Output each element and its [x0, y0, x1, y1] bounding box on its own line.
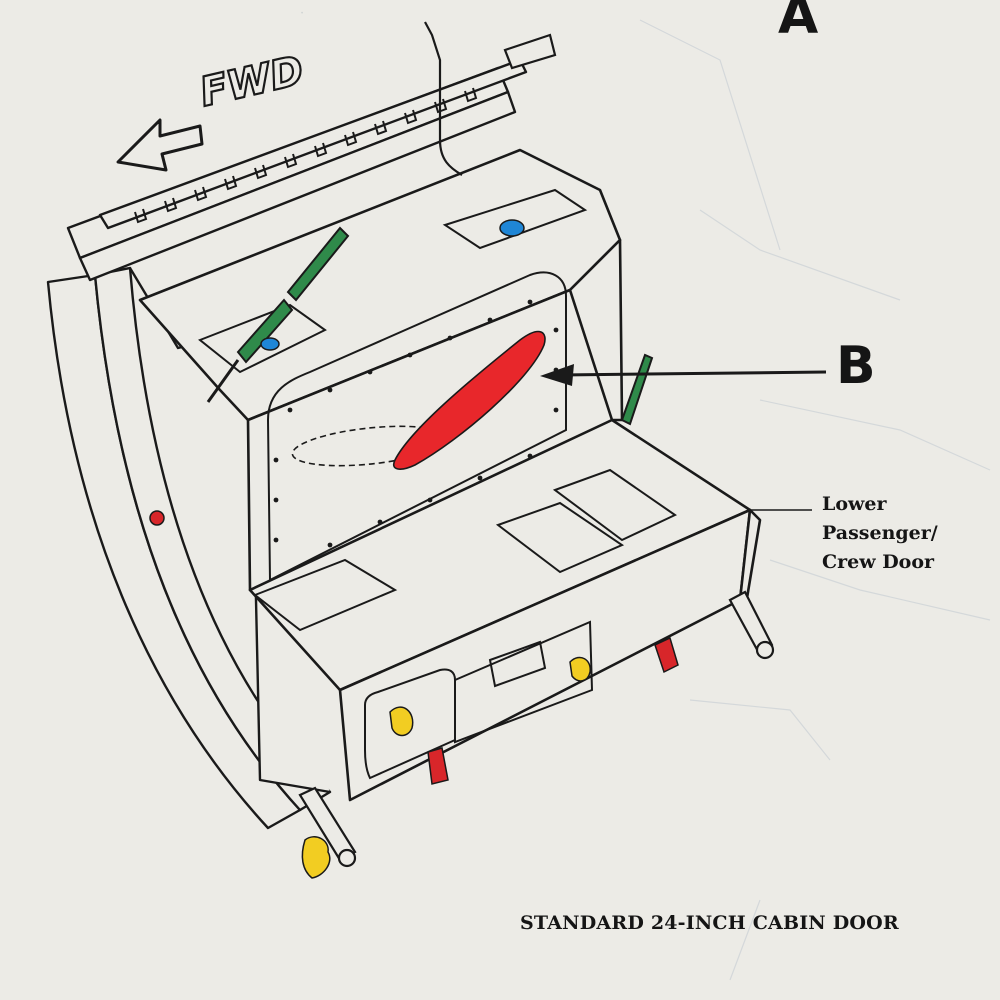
red-latch-pins [149, 510, 679, 785]
lower-door-callout: Lower Passenger/ Crew Door [822, 490, 1000, 577]
callout-line-1: Lower Passenger/ [822, 493, 938, 544]
blue-plugs [260, 219, 525, 351]
access-plates [198, 188, 677, 632]
show-through-background [639, 19, 991, 981]
forward-arrow [116, 118, 204, 172]
figure-caption: STANDARD 24-INCH CABIN DOOR [520, 912, 899, 934]
leader-arrow-b [540, 364, 827, 386]
pivot-arms [298, 590, 775, 868]
lower-panels [364, 620, 594, 780]
green-strut [206, 226, 654, 426]
detail-b-label: B [836, 336, 876, 396]
red-handle [393, 330, 546, 470]
detail-a-label: A [778, 0, 819, 46]
yellow-pins [301, 656, 591, 879]
callout-line-2: Crew Door [822, 551, 935, 573]
hinge-pin [424, 21, 557, 176]
inner-panel [266, 271, 567, 582]
show-through-text: · [300, 6, 305, 21]
hinge-rail [66, 58, 528, 282]
hinge-teeth [134, 87, 478, 224]
door-frame [46, 266, 332, 830]
